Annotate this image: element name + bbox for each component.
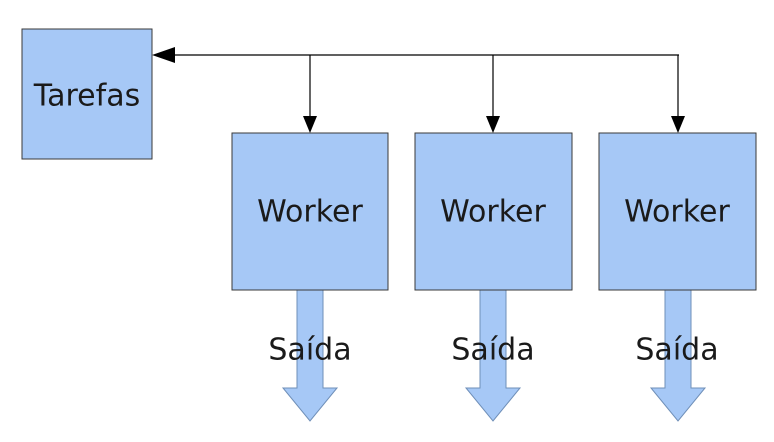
output-label-1: Saída bbox=[268, 333, 351, 368]
worker-node-1: Worker bbox=[231, 132, 389, 291]
output-arrow-2-icon bbox=[464, 289, 522, 422]
worker-label-3: Worker bbox=[624, 195, 730, 230]
output-label-2: Saída bbox=[451, 333, 534, 368]
worker-node-3: Worker bbox=[598, 132, 757, 291]
connector-lines bbox=[152, 47, 685, 133]
worker-label-2: Worker bbox=[440, 195, 546, 230]
arrow-into-tasks-icon bbox=[152, 47, 175, 63]
worker-label-1: Worker bbox=[257, 195, 363, 230]
tasks-queue-label: Tarefas bbox=[33, 79, 140, 114]
worker-box-3 bbox=[598, 132, 757, 291]
worker-box-1 bbox=[231, 132, 389, 291]
tasks-queue-node: Tarefas bbox=[21, 28, 153, 160]
worker-node-2: Worker bbox=[414, 132, 573, 291]
output-arrow-1-icon bbox=[281, 289, 339, 422]
arrow-to-worker-1-icon bbox=[303, 116, 317, 133]
arrow-to-worker-2-icon bbox=[486, 116, 500, 133]
output-label-3: Saída bbox=[635, 333, 718, 368]
arrow-to-worker-3-icon bbox=[671, 116, 685, 133]
worker-box-2 bbox=[414, 132, 573, 291]
output-arrows bbox=[281, 289, 707, 422]
output-arrow-3-icon bbox=[649, 289, 707, 422]
tasks-queue-box bbox=[21, 28, 153, 160]
